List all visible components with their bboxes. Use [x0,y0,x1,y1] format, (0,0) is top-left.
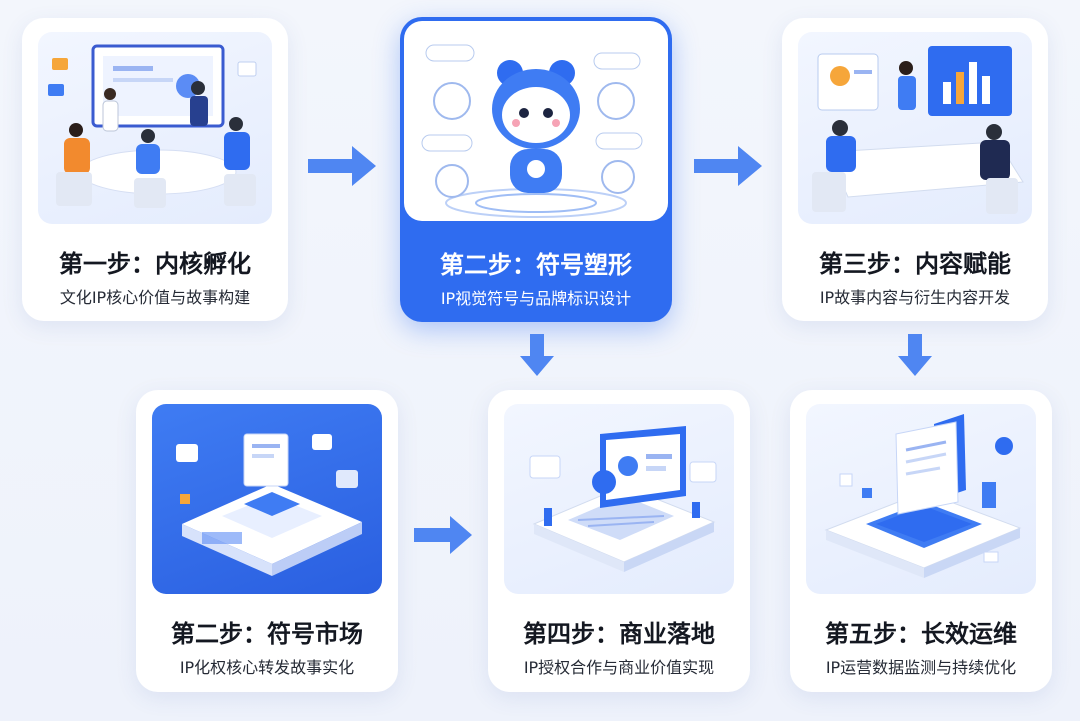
mascot-illustration [404,21,668,221]
document-platform-illustration [806,404,1036,594]
step-card-2: 第二步：符号塑形 IP视觉符号与品牌标识设计 [400,17,672,322]
step-title: 第四步：商业落地 [523,620,715,648]
step-title: 第二步：符号塑形 [440,251,632,279]
isometric-platform-illustration [152,404,382,594]
step-title: 第一步：内核孵化 [59,250,251,278]
laptop-illustration [504,404,734,594]
step-title: 第二步：符号市场 [171,620,363,648]
step-title: 第五步：长效运维 [825,620,1017,648]
step-subtitle: IP视觉符号与品牌标识设计 [440,289,632,308]
arrow-down-icon [518,332,556,378]
step-card-6: 第五步：长效运维 IP运营数据监测与持续优化 [790,390,1052,692]
step-subtitle: IP化权核心转发故事实化 [179,658,355,677]
step-card-5: 第四步：商业落地 IP授权合作与商业价值实现 [488,390,750,692]
step-card-3: 第三步：内容赋能 IP故事内容与衍生内容开发 [782,18,1048,321]
step-card-1: 第一步：内核孵化 文化IP核心价值与故事构建 [22,18,288,321]
arrow-right-icon [692,143,764,189]
step-subtitle: IP运营数据监测与持续优化 [825,658,1017,677]
presentation-illustration [798,32,1032,224]
step-card-4: 第二步：符号市场 IP化权核心转发故事实化 [136,390,398,692]
meeting-illustration [38,32,272,224]
step-subtitle: 文化IP核心价值与故事构建 [59,288,251,307]
arrow-right-icon [412,513,474,557]
arrow-right-icon [306,143,378,189]
arrow-down-icon [896,332,934,378]
step-title: 第三步：内容赋能 [819,250,1011,278]
step-subtitle: IP故事内容与衍生内容开发 [819,288,1011,307]
step-subtitle: IP授权合作与商业价值实现 [523,658,715,677]
